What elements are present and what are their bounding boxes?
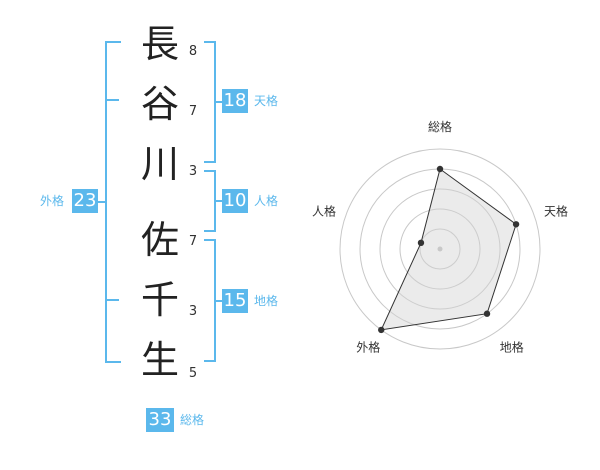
radar-point-3 xyxy=(483,310,491,317)
gaikaku-label: 外格 xyxy=(40,194,65,208)
bracket-tick-top xyxy=(107,99,119,101)
radar-axis-label-4: 外格 xyxy=(356,340,380,355)
tenkaku-connector xyxy=(216,101,222,103)
radar-ring-2 xyxy=(399,208,481,290)
radar-center-dot xyxy=(437,246,443,252)
radar-axis-label-2: 天格 xyxy=(544,203,568,218)
stroke-count-1: 8 xyxy=(188,44,198,59)
radar-axis-label-1: 総格 xyxy=(428,119,452,134)
radar-point-1 xyxy=(436,165,444,173)
radar-ring-1 xyxy=(419,228,461,270)
name-char-4: 佐 xyxy=(140,218,179,262)
stroke-count-6: 5 xyxy=(188,366,198,381)
soukaku-label: 総格 xyxy=(180,413,205,427)
tenkaku-value: 18 xyxy=(222,89,248,113)
chikaku-bracket xyxy=(204,239,216,362)
stroke-count-2: 7 xyxy=(188,104,198,119)
jinkaku-value: 10 xyxy=(222,189,248,213)
bracket-tick-bottom xyxy=(107,299,119,301)
jinkaku-connector xyxy=(216,200,222,202)
radar-series-polygon xyxy=(380,168,517,331)
radar-point-5 xyxy=(417,239,425,247)
radar-ring-3 xyxy=(379,188,501,310)
tenkaku-label: 天格 xyxy=(254,94,279,108)
tenkaku-bracket xyxy=(204,41,216,163)
stroke-count-5: 3 xyxy=(188,304,198,319)
gaikaku-connector xyxy=(96,201,105,203)
jinkaku-label: 人格 xyxy=(254,194,279,208)
radar-axis-label-5: 人格 xyxy=(312,203,336,218)
gaikaku-bracket xyxy=(105,41,121,363)
radar-point-2 xyxy=(512,221,520,228)
name-char-6: 生 xyxy=(140,338,179,382)
name-char-1: 長 xyxy=(140,22,179,66)
chikaku-connector xyxy=(216,300,222,302)
chikaku-label: 地格 xyxy=(254,294,279,308)
radar-axis-label-3: 地格 xyxy=(500,340,524,355)
stroke-count-4: 7 xyxy=(188,234,198,249)
radar-ring-5 xyxy=(339,148,541,350)
name-char-3: 川 xyxy=(140,142,179,186)
chikaku-value: 15 xyxy=(222,289,248,313)
name-char-5: 千 xyxy=(140,278,179,322)
soukaku-value: 33 xyxy=(146,408,174,432)
radar-point-4 xyxy=(378,326,385,334)
name-char-2: 谷 xyxy=(140,82,179,126)
gaikaku-value: 23 xyxy=(72,189,98,213)
jinkaku-bracket xyxy=(204,170,216,232)
stroke-count-3: 3 xyxy=(188,164,198,179)
